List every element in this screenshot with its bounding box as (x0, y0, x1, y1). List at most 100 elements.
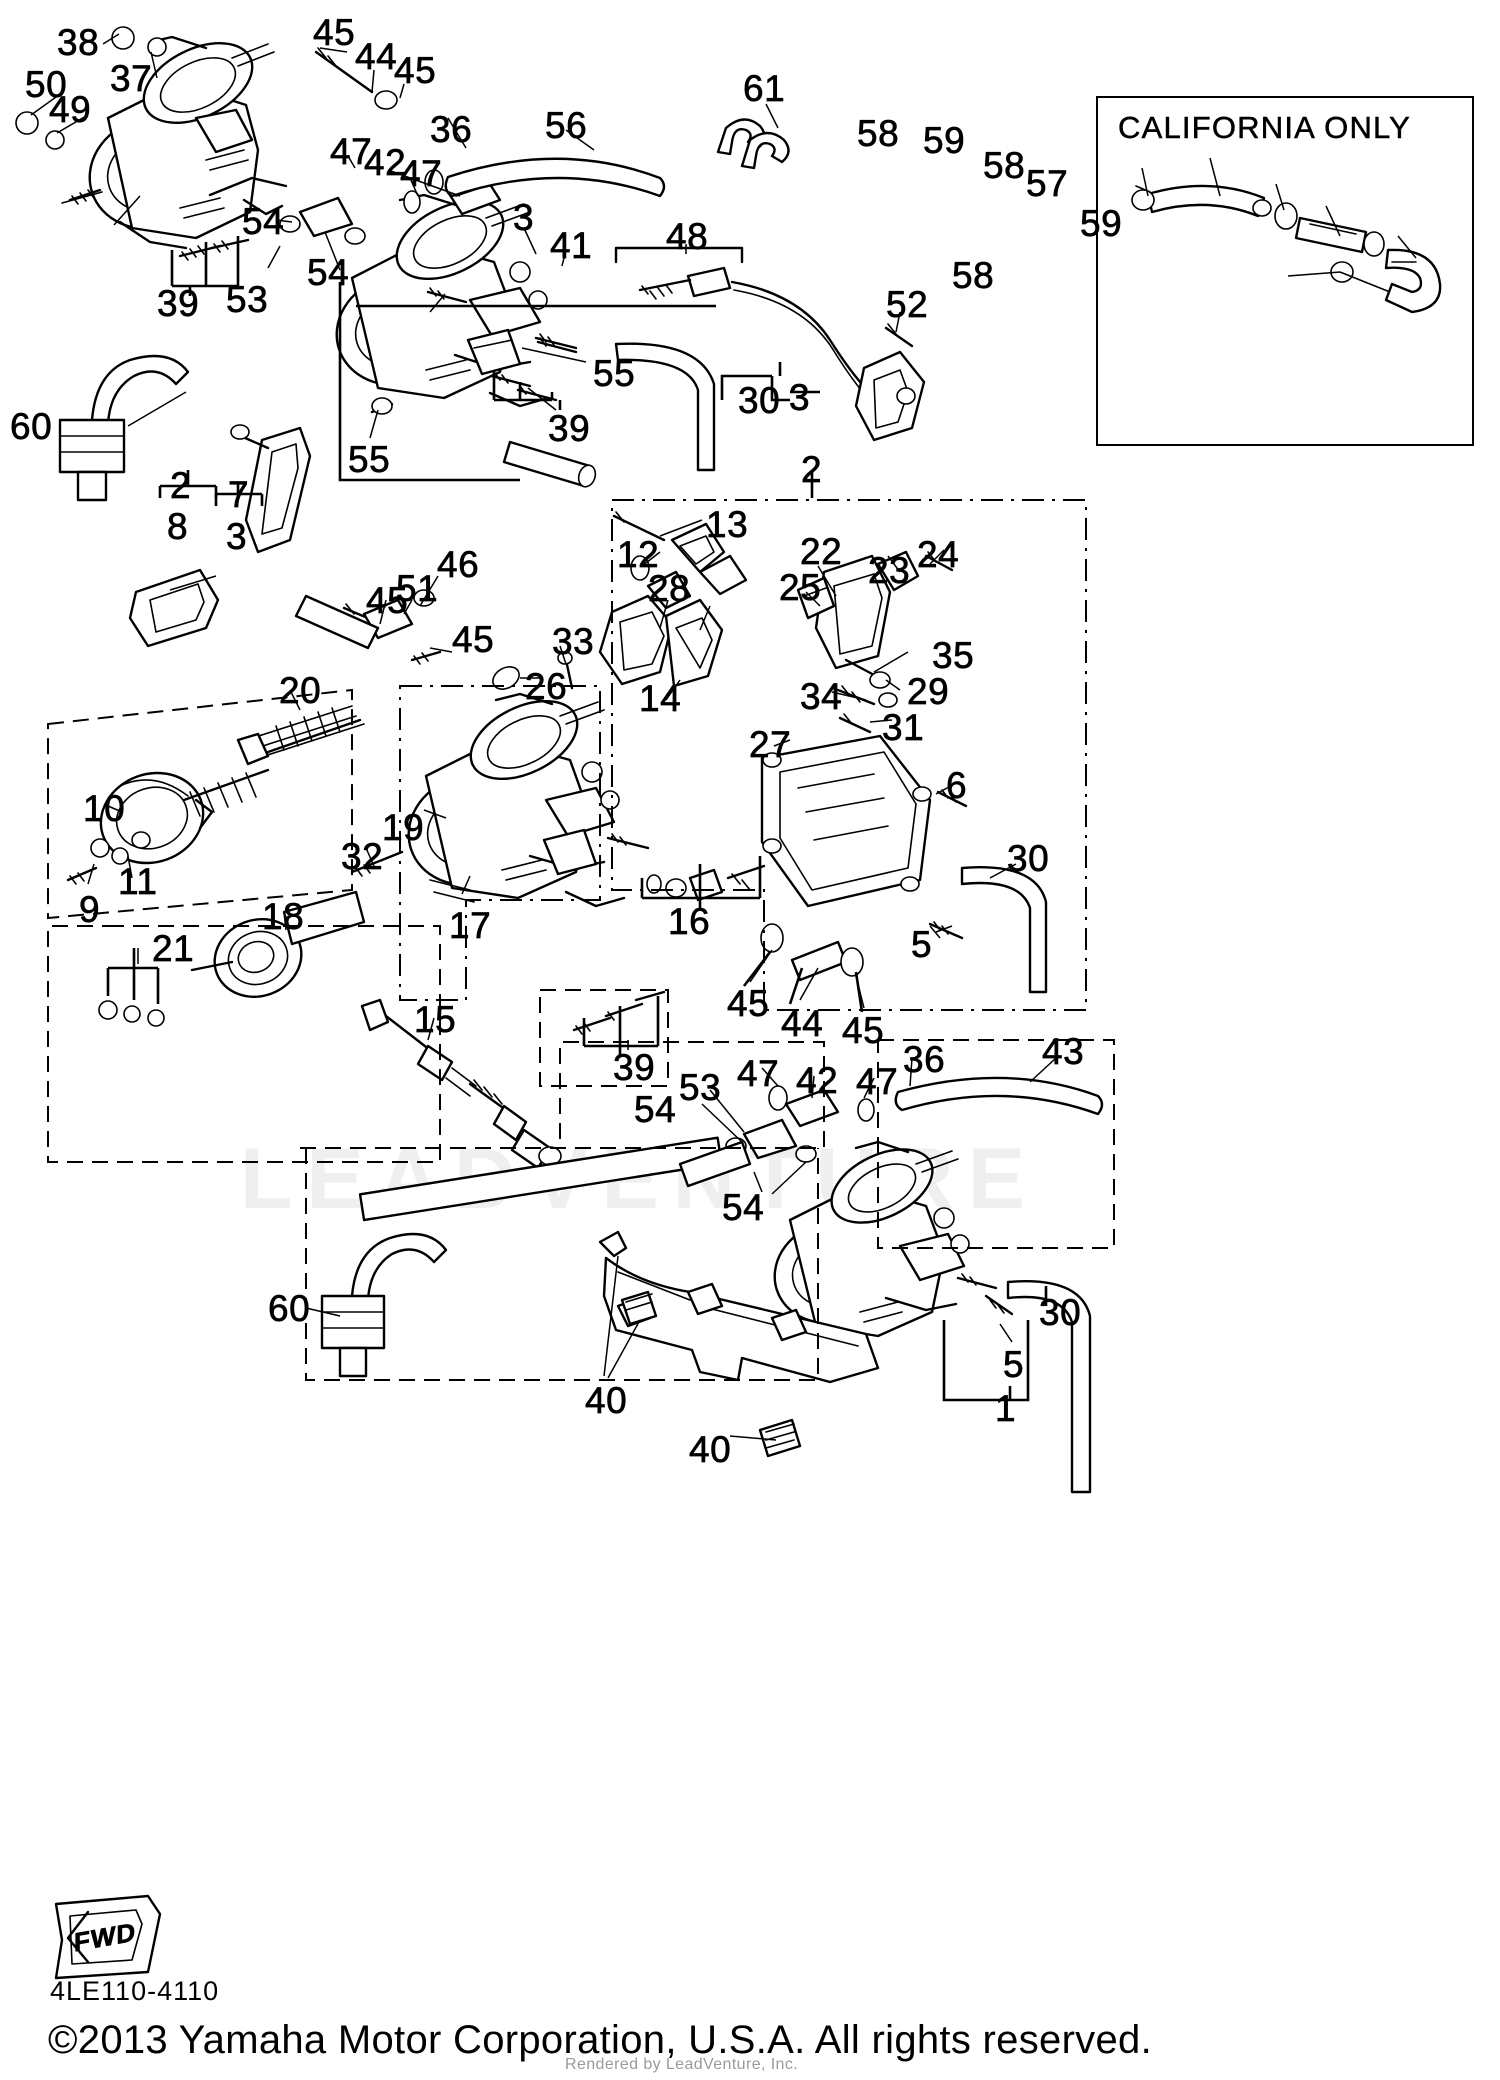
callout-number-47[interactable]: 47 (400, 153, 443, 194)
callout-number-55[interactable]: 55 (593, 353, 636, 394)
callout-number-20[interactable]: 20 (279, 670, 322, 711)
callout-number-47[interactable]: 47 (856, 1061, 899, 1102)
callout-number-54[interactable]: 54 (242, 201, 285, 242)
callout-number-24[interactable]: 24 (917, 534, 960, 575)
carburetor-body-top-left (15, 26, 288, 250)
callout-number-19[interactable]: 19 (382, 807, 425, 848)
callout-number-23[interactable]: 23 (868, 550, 911, 591)
callout-number-58[interactable]: 58 (857, 113, 900, 154)
callout-number-32[interactable]: 32 (341, 836, 384, 877)
float-chamber-cover (760, 734, 968, 940)
callout-number-16[interactable]: 16 (668, 901, 711, 942)
callout-number-13[interactable]: 13 (706, 504, 749, 545)
callout-number-57[interactable]: 57 (1026, 163, 1069, 204)
callout-number-45[interactable]: 45 (366, 580, 409, 621)
callout-number-3[interactable]: 3 (513, 197, 535, 238)
callout-number-45[interactable]: 45 (842, 1010, 885, 1051)
callout-number-6[interactable]: 6 (946, 765, 968, 806)
callout-number-31[interactable]: 31 (882, 707, 925, 748)
callout-number-39[interactable]: 39 (548, 408, 591, 449)
callout-number-50[interactable]: 50 (25, 64, 68, 105)
callout-number-58[interactable]: 58 (983, 145, 1026, 186)
callout-number-55[interactable]: 55 (348, 439, 391, 480)
callout-number-30[interactable]: 30 (738, 380, 781, 421)
callout-number-46[interactable]: 46 (437, 544, 480, 585)
callout-number-60[interactable]: 60 (10, 406, 53, 447)
callout-number-30[interactable]: 30 (1007, 838, 1050, 879)
callout-number-14[interactable]: 14 (639, 678, 682, 719)
callout-number-1[interactable]: 1 (995, 1388, 1017, 1429)
callout-number-30[interactable]: 30 (1039, 1292, 1082, 1333)
callout-number-11[interactable]: 11 (118, 861, 158, 902)
callout-number-36[interactable]: 36 (903, 1039, 946, 1080)
callout-number-18[interactable]: 18 (262, 896, 305, 937)
callout-number-17[interactable]: 17 (449, 905, 492, 946)
callout-number-59[interactable]: 59 (1080, 203, 1123, 244)
callout-number-25[interactable]: 25 (779, 567, 822, 608)
diaphragm-assembly-2 (98, 850, 404, 1027)
callout-number-39[interactable]: 39 (613, 1047, 656, 1088)
callout-number-15[interactable]: 15 (414, 999, 457, 1040)
callout-number-36[interactable]: 36 (430, 109, 473, 150)
callout-number-41[interactable]: 41 (550, 225, 593, 266)
callout-number-45[interactable]: 45 (394, 50, 437, 91)
callout-number-29[interactable]: 29 (907, 671, 950, 712)
callout-number-44[interactable]: 44 (781, 1003, 824, 1044)
group-outline-boxes (47, 282, 1115, 1381)
callout-number-12[interactable]: 12 (617, 534, 660, 575)
callout-number-27[interactable]: 27 (749, 724, 792, 765)
callout-number-21[interactable]: 21 (152, 928, 195, 969)
callout-number-44[interactable]: 44 (355, 36, 398, 77)
callout-number-2[interactable]: 2 (170, 465, 192, 506)
callout-number-61[interactable]: 61 (743, 68, 786, 109)
callout-number-58[interactable]: 58 (952, 255, 995, 296)
callout-number-10[interactable]: 10 (83, 788, 126, 829)
callout-number-45[interactable]: 45 (727, 983, 770, 1024)
callout-number-22[interactable]: 22 (800, 531, 843, 572)
bracket-groupings (106, 236, 1048, 1402)
callout-number-26[interactable]: 26 (525, 666, 568, 707)
callout-number-47[interactable]: 47 (737, 1053, 780, 1094)
callout-number-38[interactable]: 38 (57, 22, 100, 63)
callout-number-34[interactable]: 34 (800, 676, 843, 717)
carburetor-body-center-main (407, 692, 650, 908)
callout-number-39[interactable]: 39 (157, 283, 200, 324)
callout-number-54[interactable]: 54 (307, 252, 350, 293)
callout-number-47[interactable]: 47 (330, 131, 373, 172)
callout-number-42[interactable]: 42 (364, 142, 407, 183)
render-credit: Rendered by LeadVenture, Inc. (565, 2056, 799, 2073)
callout-number-33[interactable]: 33 (552, 621, 595, 662)
hose-rail-and-clips (598, 1230, 880, 1458)
callout-number-60[interactable]: 60 (268, 1288, 311, 1329)
callout-number-3[interactable]: 3 (226, 516, 248, 557)
callout-number-9[interactable]: 9 (79, 889, 101, 930)
callout-number-7[interactable]: 7 (228, 474, 250, 515)
callout-number-51[interactable]: 51 (396, 568, 439, 609)
callout-number-45[interactable]: 45 (313, 12, 356, 53)
callout-number-28[interactable]: 28 (648, 568, 691, 609)
callout-number-56[interactable]: 56 (545, 105, 588, 146)
callout-number-3[interactable]: 3 (789, 377, 811, 418)
callout-number-59[interactable]: 59 (923, 120, 966, 161)
callout-number-53[interactable]: 53 (679, 1067, 722, 1108)
callout-number-2[interactable]: 2 (801, 449, 823, 490)
callout-number-43[interactable]: 43 (1042, 1031, 1085, 1072)
callout-number-5[interactable]: 5 (911, 924, 933, 965)
callout-number-8[interactable]: 8 (167, 506, 189, 547)
callout-number-40[interactable]: 40 (585, 1380, 628, 1421)
callout-number-52[interactable]: 52 (886, 284, 929, 325)
callout-number-5[interactable]: 5 (1003, 1344, 1025, 1385)
callout-number-35[interactable]: 35 (932, 635, 975, 676)
diaphragm-assembly (66, 771, 214, 885)
callout-number-48[interactable]: 48 (666, 216, 709, 257)
callout-number-49[interactable]: 49 (49, 89, 92, 130)
callout-number-42[interactable]: 42 (796, 1060, 839, 1101)
callout-number-45[interactable]: 45 (452, 619, 495, 660)
callout-number-40[interactable]: 40 (689, 1429, 732, 1470)
callout-number-53[interactable]: 53 (226, 279, 269, 320)
callout-number-37[interactable]: 37 (110, 58, 153, 99)
callout-number-54[interactable]: 54 (722, 1187, 765, 1228)
callout-number-54[interactable]: 54 (634, 1089, 677, 1130)
